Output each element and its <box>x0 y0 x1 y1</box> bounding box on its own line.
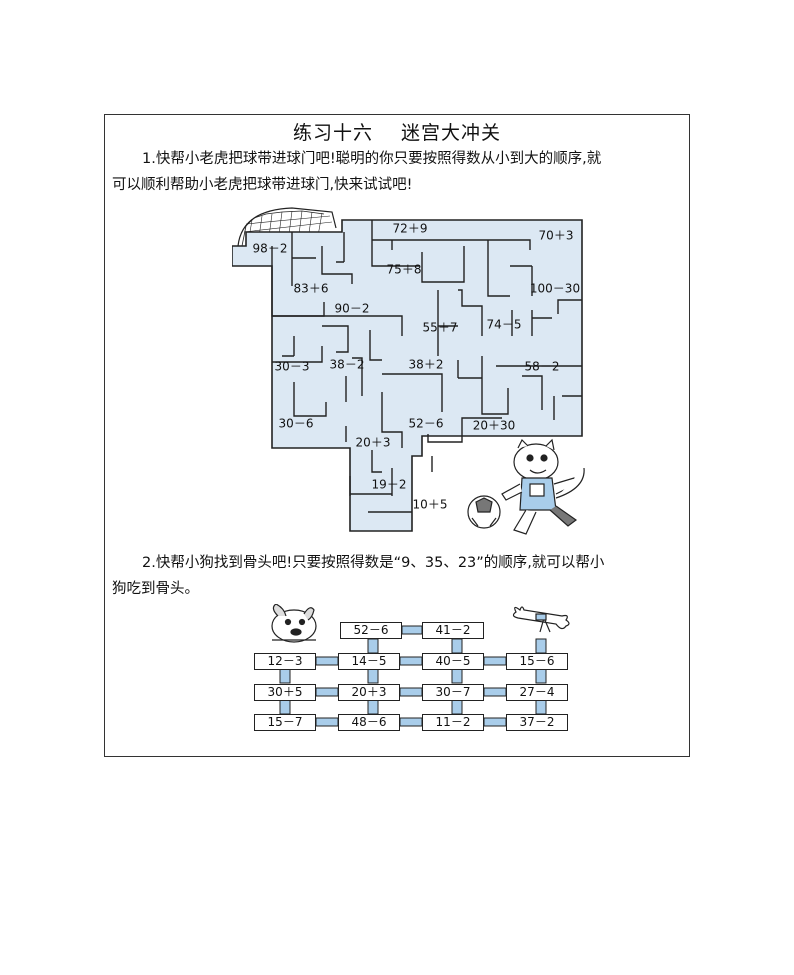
bridge-box[interactable]: 41－2 <box>422 622 484 639</box>
question-1-text: 1.快帮小老虎把球带进球门吧!聪明的你只要按照得数从小到大的顺序,就 可以顺利帮… <box>112 146 682 198</box>
page-title: 练习十六 迷宫大冲关 <box>0 118 794 145</box>
maze-label: 98－2 <box>252 241 288 256</box>
maze-label: 30－6 <box>278 416 314 431</box>
maze-label: 58－2 <box>524 359 560 374</box>
bridge-box[interactable]: 27－4 <box>506 684 568 701</box>
maze-label: 100－30 <box>529 281 581 296</box>
q2-line1: 2.快帮小狗找到骨头吧!只要按照得数是“9、35、23”的顺序,就可以帮小 <box>142 555 605 571</box>
bridge-box[interactable]: 30－7 <box>422 684 484 701</box>
q1-line1: 1.快帮小老虎把球带进球门吧!聪明的你只要按照得数从小到大的顺序,就 <box>142 151 602 167</box>
bridge-box[interactable]: 20＋3 <box>338 684 400 701</box>
title-part1: 练习十六 <box>292 122 373 144</box>
soccer-goal-icon <box>237 207 337 247</box>
dog-icon <box>271 604 317 643</box>
title-part2: 迷宫大冲关 <box>401 122 502 144</box>
tiger-icon <box>456 438 596 542</box>
maze-label: 52－6 <box>408 416 444 431</box>
maze-label: 38－2 <box>329 357 365 372</box>
maze-label: 20＋3 <box>355 435 391 450</box>
maze-label: 55＋7 <box>422 320 458 335</box>
maze-label: 83＋6 <box>293 281 329 296</box>
q1-line2: 可以顺利帮助小老虎把球带进球门,快来试试吧! <box>112 177 413 193</box>
bone-icon <box>512 606 570 633</box>
maze-walls <box>231 207 583 532</box>
maze-label: 90－2 <box>334 301 370 316</box>
bridge-box[interactable]: 52－6 <box>340 622 402 639</box>
bridge-box[interactable]: 37－2 <box>506 714 568 731</box>
bridge-box[interactable]: 40－5 <box>422 653 484 670</box>
bridge-box[interactable]: 48－6 <box>338 714 400 731</box>
bridge-box[interactable]: 15－7 <box>254 714 316 731</box>
maze-label: 75＋8 <box>386 262 422 277</box>
maze-label: 19－2 <box>371 477 407 492</box>
bridge-box[interactable]: 14－5 <box>338 653 400 670</box>
maze-label: 70＋3 <box>538 228 574 243</box>
bridge-box[interactable]: 30＋5 <box>254 684 316 701</box>
bridge-box[interactable]: 12－3 <box>254 653 316 670</box>
tiger-maze: 98－2 72＋9 70＋3 75＋8 83＋6 100－30 90－2 55＋… <box>231 206 592 540</box>
maze-label: 72＋9 <box>392 221 428 236</box>
maze-label: 74－5 <box>486 317 522 332</box>
maze-label: 30－3 <box>274 359 310 374</box>
q2-line2: 狗吃到骨头。 <box>112 581 199 597</box>
question-2-text: 2.快帮小狗找到骨头吧!只要按照得数是“9、35、23”的顺序,就可以帮小 狗吃… <box>112 550 682 602</box>
maze-label: 10＋5 <box>412 497 448 512</box>
bridge-box[interactable]: 11－2 <box>422 714 484 731</box>
worksheet-frame <box>104 114 690 757</box>
bridge-box[interactable]: 15－6 <box>506 653 568 670</box>
maze-label: 20＋30 <box>472 418 516 433</box>
maze-label: 38＋2 <box>408 357 444 372</box>
